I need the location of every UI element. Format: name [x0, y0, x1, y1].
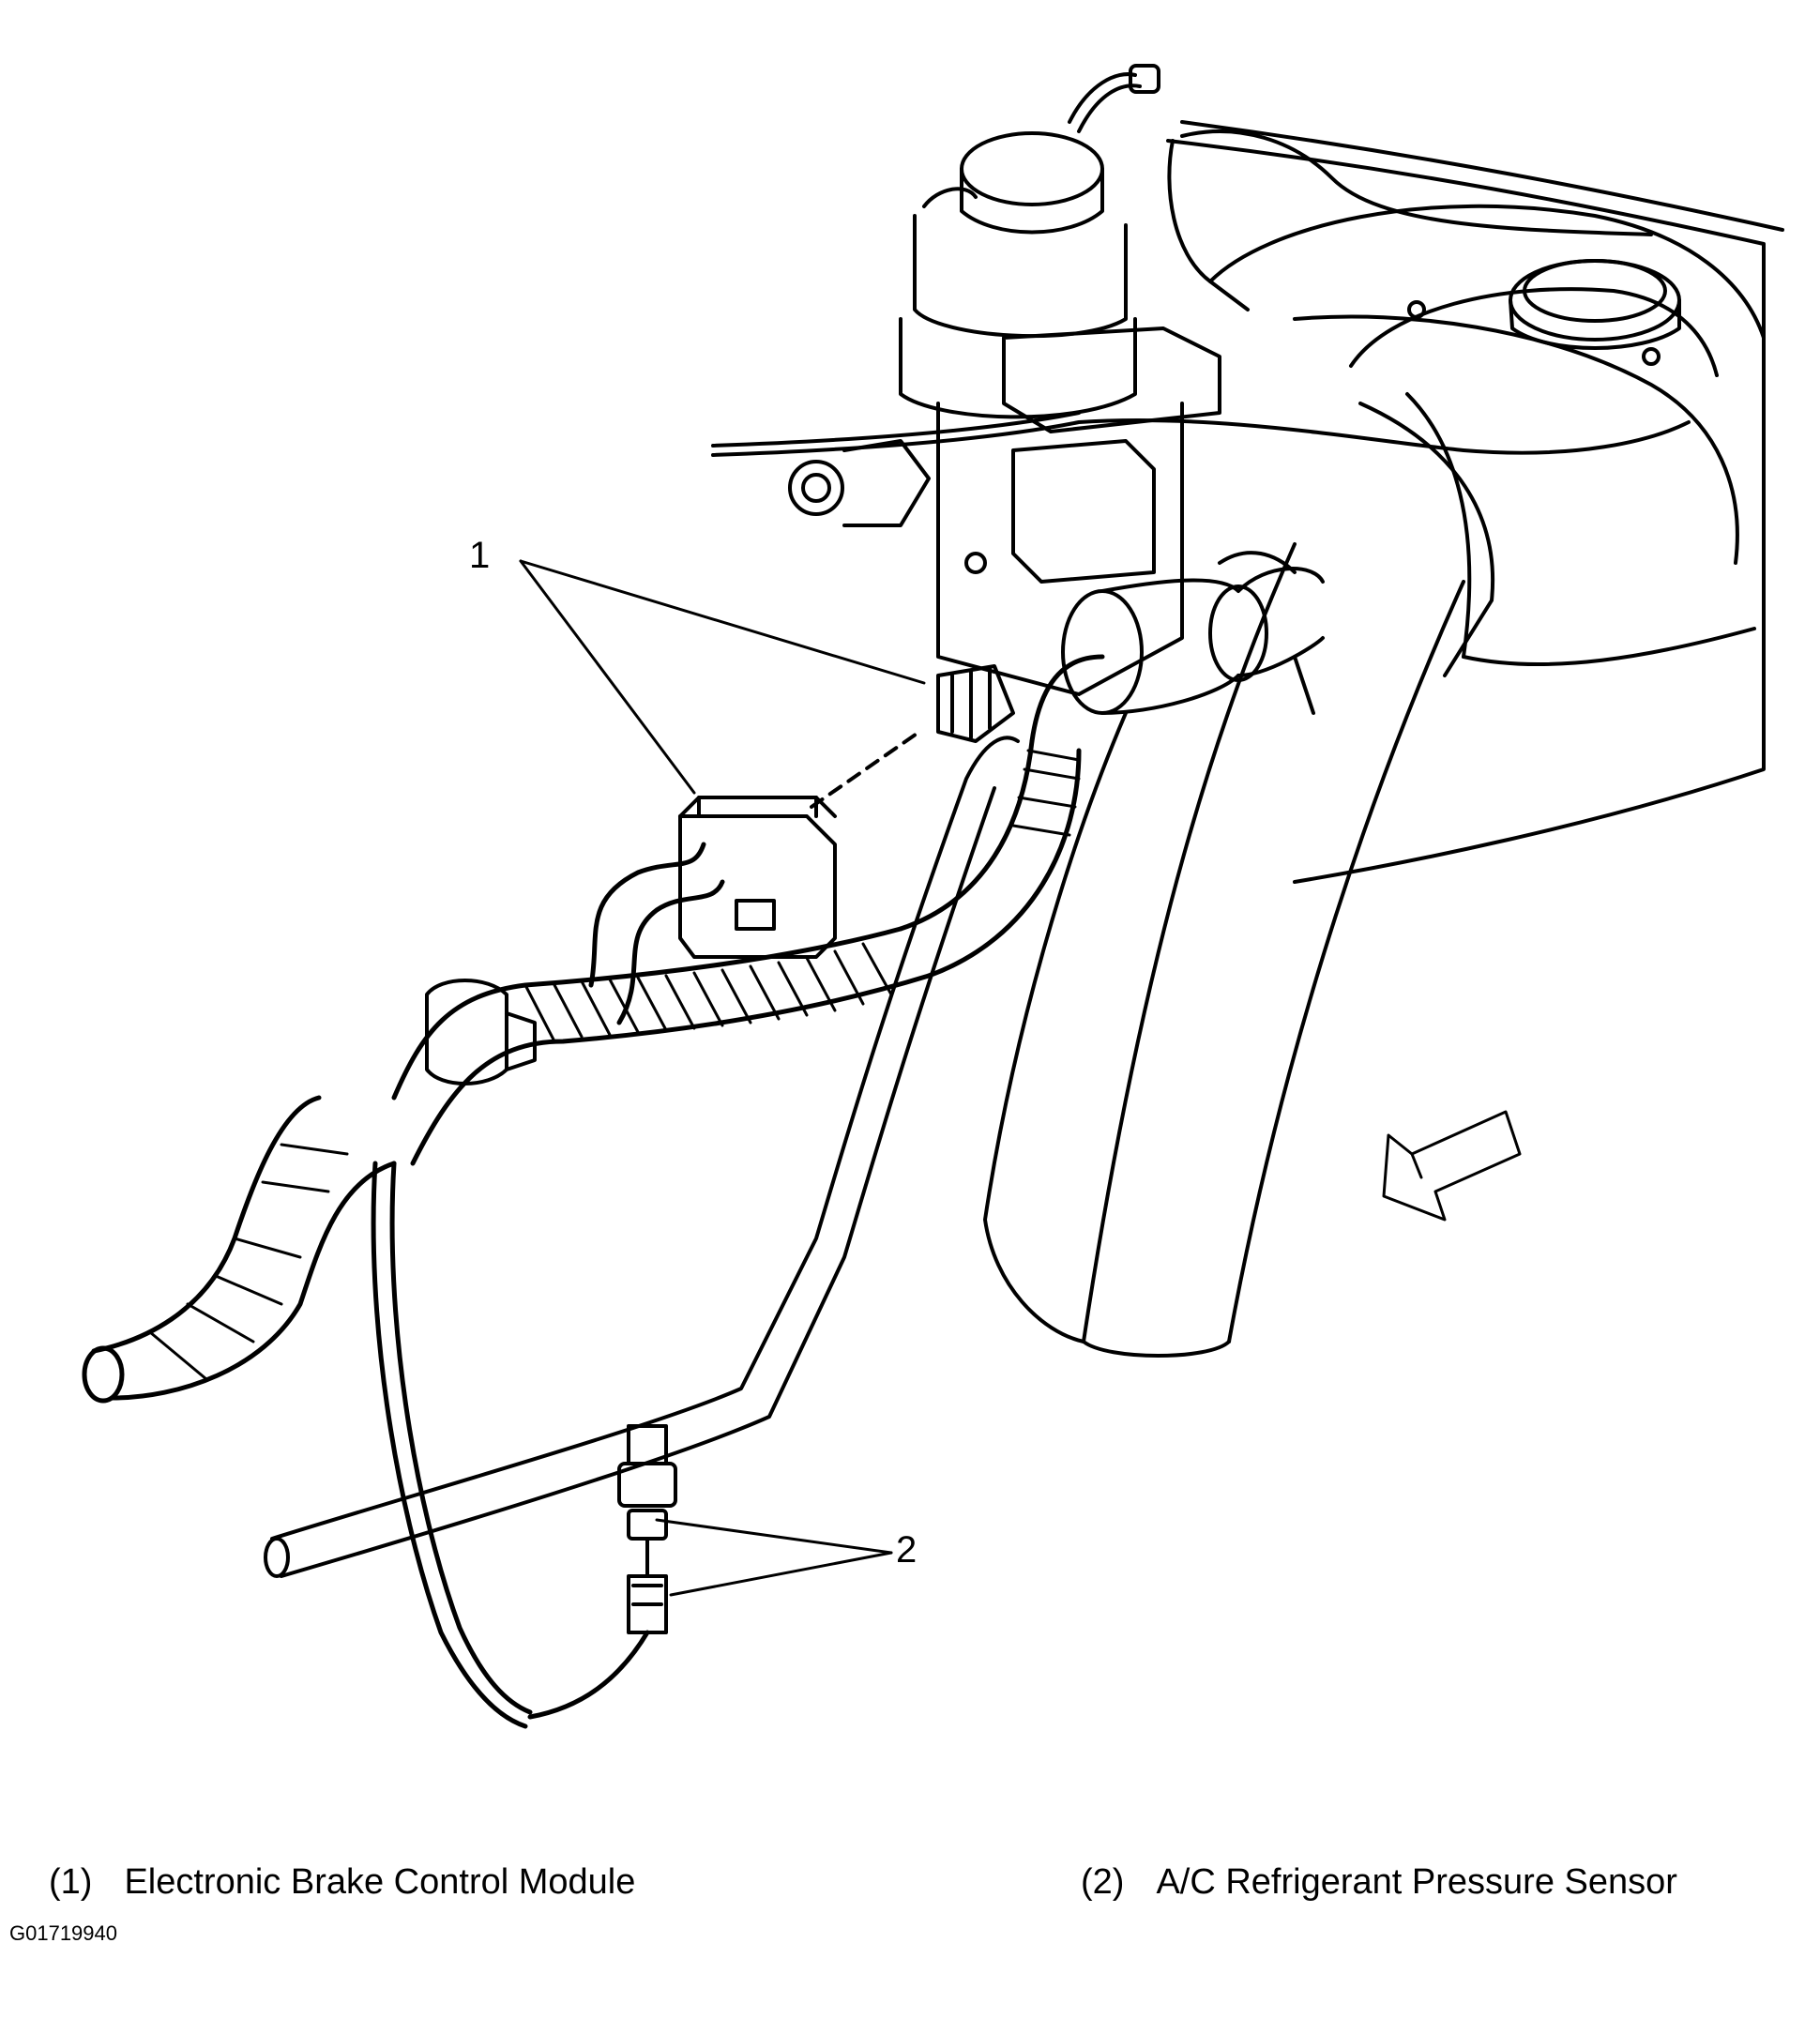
- callout-2-leaders: [655, 1518, 893, 1597]
- harness-connector: [425, 979, 537, 1085]
- intake-ring: [1509, 259, 1681, 350]
- vacuum-canister: [1061, 551, 1325, 715]
- callout-label-2: 2: [896, 1529, 918, 1571]
- pressure-sensor: [617, 1424, 677, 1634]
- figure-id: G01719940: [9, 1921, 117, 1945]
- legend-number-2: (2): [1081, 1862, 1125, 1902]
- brake-fluid-reservoir: [899, 64, 1160, 419]
- sensor-pigtail: [371, 1161, 650, 1729]
- legend-item-2: (2) A/C Refrigerant Pressure Sensor: [1081, 1862, 1677, 1903]
- fender-arc: [983, 542, 1465, 1358]
- engine-bay-panel: [1166, 120, 1784, 884]
- callout-label-1: 1: [469, 535, 491, 576]
- ebcm-connector: [678, 664, 1015, 959]
- brake-lines: [711, 129, 1691, 457]
- ac-refrigerant-line: [264, 736, 1020, 1578]
- legend-label-1: Electronic Brake Control Module: [124, 1862, 636, 1902]
- abs-modulator: [788, 326, 1221, 696]
- strut-tower: [1349, 287, 1719, 377]
- legend-item-1: (1) Electronic Brake Control Module: [49, 1862, 635, 1903]
- wiring-harness: [82, 654, 1105, 1404]
- harness-wrap-texture: [148, 749, 1081, 1381]
- legend-number-1: (1): [49, 1862, 93, 1902]
- callout-1-leaders: [519, 559, 926, 795]
- forward-arrow-icon: [1382, 1110, 1522, 1222]
- legend-label-2: A/C Refrigerant Pressure Sensor: [1156, 1862, 1677, 1902]
